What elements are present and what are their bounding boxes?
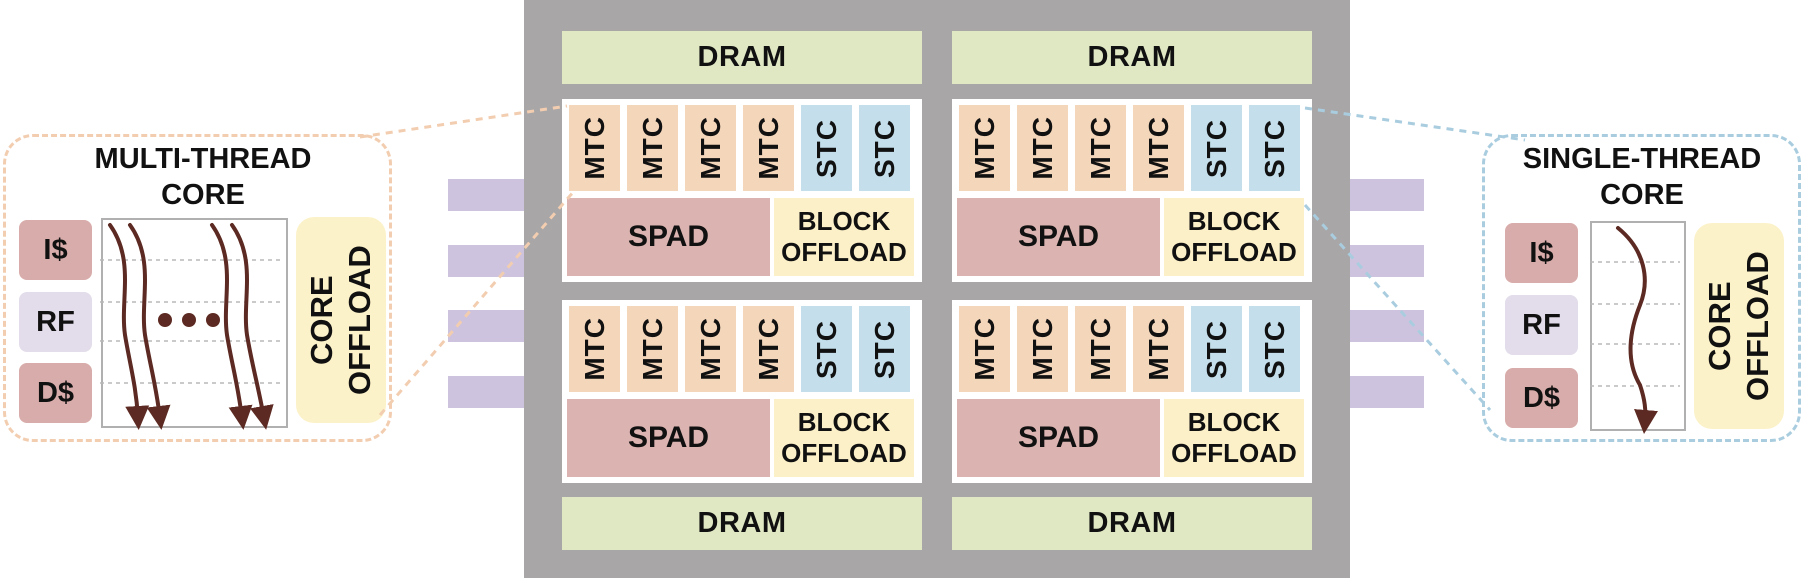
interconnect-stub-left-3 [448, 310, 524, 342]
spad: SPAD [567, 399, 770, 477]
multi-thread-core-title: MULTI-THREAD CORE [94, 143, 312, 211]
core-stc: STC [1191, 105, 1242, 191]
single-thread-execution-area [1590, 221, 1686, 431]
block-offload: BLOCK OFFLOAD [1164, 198, 1304, 276]
core-mtc: MTC [1017, 105, 1068, 191]
multi-thread-execution-area [101, 218, 288, 428]
interconnect-stub-left-4 [448, 376, 524, 408]
tile-top-right: MTC MTC MTC MTC STC STC SPAD BLOCK OFFLO… [952, 99, 1312, 282]
core-mtc: MTC [1133, 105, 1184, 191]
icache-register: I$ [19, 220, 92, 280]
dram-bottom-right: DRAM [952, 497, 1312, 550]
tile-bottom-right: MTC MTC MTC MTC STC STC SPAD BLOCK OFFLO… [952, 300, 1312, 483]
block-offload: BLOCK OFFLOAD [774, 399, 914, 477]
block-offload: BLOCK OFFLOAD [774, 198, 914, 276]
interconnect-stub-left-1 [448, 179, 524, 211]
core-stc: STC [859, 105, 910, 191]
core-stc: STC [859, 306, 910, 392]
core-mtc: MTC [1075, 105, 1126, 191]
spad: SPAD [567, 198, 770, 276]
register-file: RF [19, 292, 92, 352]
core-mtc: MTC [569, 105, 620, 191]
core-mtc: MTC [743, 105, 794, 191]
chip: DRAM DRAM DRAM DRAM MTC MTC MTC MTC STC … [524, 0, 1350, 578]
dcache-register: D$ [19, 363, 92, 423]
core-offload: CORE OFFLOAD [1694, 223, 1784, 429]
core-mtc: MTC [743, 306, 794, 392]
interconnect-stub-right-1 [1348, 179, 1424, 211]
core-mtc: MTC [569, 306, 620, 392]
core-stc: STC [1191, 306, 1242, 392]
core-mtc: MTC [685, 306, 736, 392]
interconnect-stub-right-2 [1348, 245, 1424, 277]
core-mtc: MTC [1075, 306, 1126, 392]
interconnect-stub-left-2 [448, 245, 524, 277]
single-thread-core-title: SINGLE-THREAD CORE [1522, 143, 1762, 211]
single-thread-core-panel: SINGLE-THREAD CORE I$ RF D$ CORE OFFLOAD [1482, 134, 1801, 442]
core-mtc: MTC [627, 306, 678, 392]
core-mtc: MTC [959, 105, 1010, 191]
interconnect-stub-right-4 [1348, 376, 1424, 408]
core-mtc: MTC [959, 306, 1010, 392]
core-stc: STC [801, 306, 852, 392]
dram-bottom-left: DRAM [562, 497, 922, 550]
core-mtc: MTC [1017, 306, 1068, 392]
block-offload: BLOCK OFFLOAD [1164, 399, 1304, 477]
core-offload: CORE OFFLOAD [296, 217, 386, 423]
register-file: RF [1505, 295, 1578, 355]
dram-top-right: DRAM [952, 31, 1312, 84]
multi-thread-core-panel: MULTI-THREAD CORE I$ RF D$ CORE OFFLOAD [3, 134, 392, 442]
core-stc: STC [1249, 306, 1300, 392]
core-stc: STC [1249, 105, 1300, 191]
spad: SPAD [957, 399, 1160, 477]
spad: SPAD [957, 198, 1160, 276]
tile-top-left: MTC MTC MTC MTC STC STC SPAD BLOCK OFFLO… [562, 99, 922, 282]
core-mtc: MTC [685, 105, 736, 191]
icache-register: I$ [1505, 223, 1578, 283]
core-mtc: MTC [1133, 306, 1184, 392]
core-mtc: MTC [627, 105, 678, 191]
interconnect-stub-right-3 [1348, 310, 1424, 342]
core-stc: STC [801, 105, 852, 191]
dram-top-left: DRAM [562, 31, 922, 84]
dcache-register: D$ [1505, 368, 1578, 428]
tile-bottom-left: MTC MTC MTC MTC STC STC SPAD BLOCK OFFLO… [562, 300, 922, 483]
